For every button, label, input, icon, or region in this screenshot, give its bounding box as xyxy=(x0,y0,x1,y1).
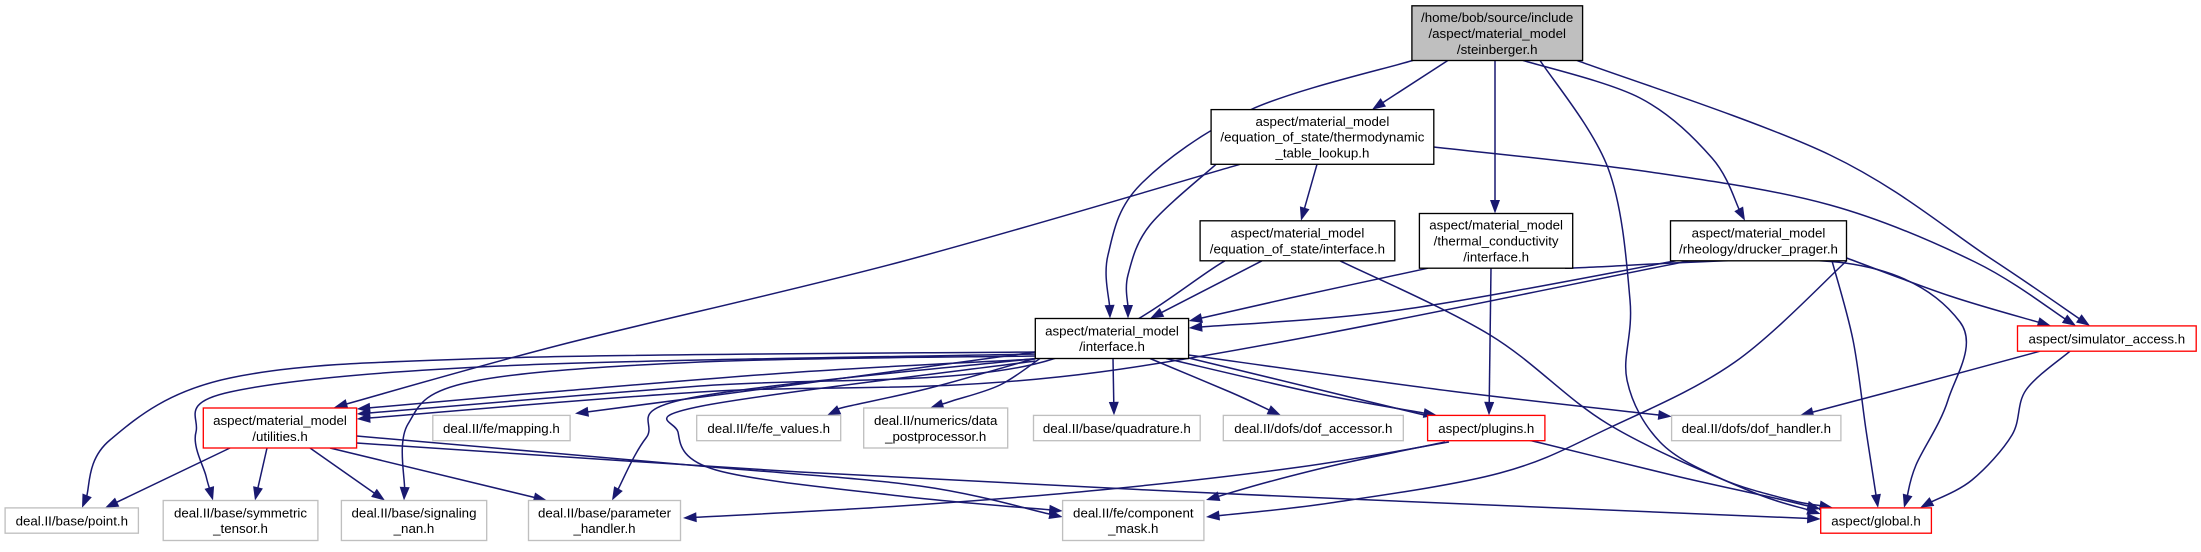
svg-text:/interface.h: /interface.h xyxy=(1079,339,1145,354)
svg-text:aspect/plugins.h: aspect/plugins.h xyxy=(1438,421,1534,436)
svg-text:_table_lookup.h: _table_lookup.h xyxy=(1274,146,1369,161)
svg-text:deal.II/base/point.h: deal.II/base/point.h xyxy=(16,513,128,528)
svg-text:deal.II/base/parameter: deal.II/base/parameter xyxy=(538,505,672,520)
svg-text:_tensor.h: _tensor.h xyxy=(212,521,268,536)
svg-text:aspect/simulator_access.h: aspect/simulator_access.h xyxy=(2028,331,2185,346)
svg-text:/thermal_conductivity: /thermal_conductivity xyxy=(1434,234,1559,249)
svg-text:_mask.h: _mask.h xyxy=(1107,521,1158,536)
svg-text:/equation_of_state/thermodynam: /equation_of_state/thermodynamic xyxy=(1220,130,1424,145)
svg-text:/equation_of_state/interface.h: /equation_of_state/interface.h xyxy=(1210,242,1385,257)
svg-text:deal.II/dofs/dof_accessor.h: deal.II/dofs/dof_accessor.h xyxy=(1234,421,1392,436)
svg-text:_handler.h: _handler.h xyxy=(572,521,635,536)
svg-text:/rheology/drucker_prager.h: /rheology/drucker_prager.h xyxy=(1679,242,1838,257)
svg-text:deal.II/fe/component: deal.II/fe/component xyxy=(1073,505,1194,520)
svg-text:/steinberger.h: /steinberger.h xyxy=(1457,42,1538,57)
svg-text:deal.II/dofs/dof_handler.h: deal.II/dofs/dof_handler.h xyxy=(1682,421,1831,436)
svg-text:_nan.h: _nan.h xyxy=(393,521,435,536)
svg-text:deal.II/base/signaling: deal.II/base/signaling xyxy=(352,505,477,520)
svg-text:deal.II/base/quadrature.h: deal.II/base/quadrature.h xyxy=(1043,421,1191,436)
svg-text:aspect/material_model: aspect/material_model xyxy=(1231,226,1365,241)
svg-text:aspect/material_model: aspect/material_model xyxy=(213,413,347,428)
svg-text:/utilities.h: /utilities.h xyxy=(252,429,307,444)
svg-text:/home/bob/source/include: /home/bob/source/include xyxy=(1421,10,1573,25)
svg-text:deal.II/fe/fe_values.h: deal.II/fe/fe_values.h xyxy=(707,421,830,436)
svg-text:_postprocessor.h: _postprocessor.h xyxy=(884,429,986,444)
svg-text:aspect/material_model: aspect/material_model xyxy=(1045,323,1179,338)
svg-text:deal.II/numerics/data: deal.II/numerics/data xyxy=(874,413,998,428)
svg-text:aspect/material_model: aspect/material_model xyxy=(1256,114,1390,129)
svg-text:aspect/material_model: aspect/material_model xyxy=(1692,226,1826,241)
svg-text:deal.II/base/symmetric: deal.II/base/symmetric xyxy=(174,505,307,520)
svg-text:/interface.h: /interface.h xyxy=(1463,250,1529,265)
svg-text:/aspect/material_model: /aspect/material_model xyxy=(1428,26,1566,41)
svg-text:aspect/material_model: aspect/material_model xyxy=(1429,218,1563,233)
svg-text:deal.II/fe/mapping.h: deal.II/fe/mapping.h xyxy=(443,421,560,436)
svg-text:aspect/global.h: aspect/global.h xyxy=(1831,513,1920,528)
